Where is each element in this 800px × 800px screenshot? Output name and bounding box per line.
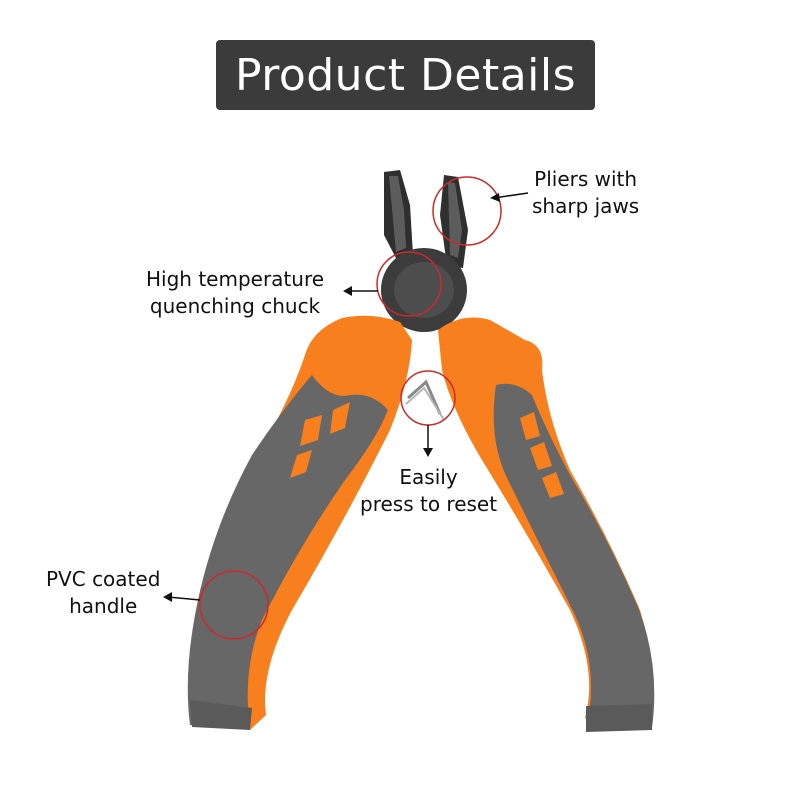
- jaws-callout-ring: [432, 176, 502, 246]
- jaws-callout-arrow: [490, 192, 529, 202]
- reset-spring: [407, 379, 442, 415]
- chuck-callout-arrow: [343, 286, 378, 296]
- reset-callout-label: Easily press to reset: [360, 464, 497, 518]
- chuck-callout-label: High temperature quenching chuck: [146, 266, 324, 320]
- chuck-callout-line2: quenching chuck: [149, 294, 321, 318]
- right-handle-grip: [493, 383, 655, 730]
- title-banner: Product Details: [216, 40, 595, 110]
- jaws-callout-line1: Pliers with: [534, 167, 638, 191]
- chuck-callout-ring: [376, 251, 442, 317]
- reset-callout-line1: Easily: [399, 465, 458, 489]
- handle-callout-label: PVC coated handle: [46, 566, 160, 620]
- handle-callout-ring: [199, 570, 269, 640]
- jaws-callout-line2: sharp jaws: [532, 194, 640, 218]
- reset-callout-arrow: [423, 425, 433, 457]
- jaws-callout-label: Pliers with sharp jaws: [532, 166, 639, 220]
- reset-callout-line2: press to reset: [360, 492, 498, 516]
- page-title: Product Details: [234, 49, 577, 101]
- chuck-callout-line1: High temperature: [146, 267, 325, 291]
- handle-callout-line2: handle: [69, 594, 138, 618]
- left-handle-grip: [187, 375, 388, 728]
- handle-callout-arrow: [163, 592, 201, 602]
- handle-callout-line1: PVC coated: [46, 567, 161, 591]
